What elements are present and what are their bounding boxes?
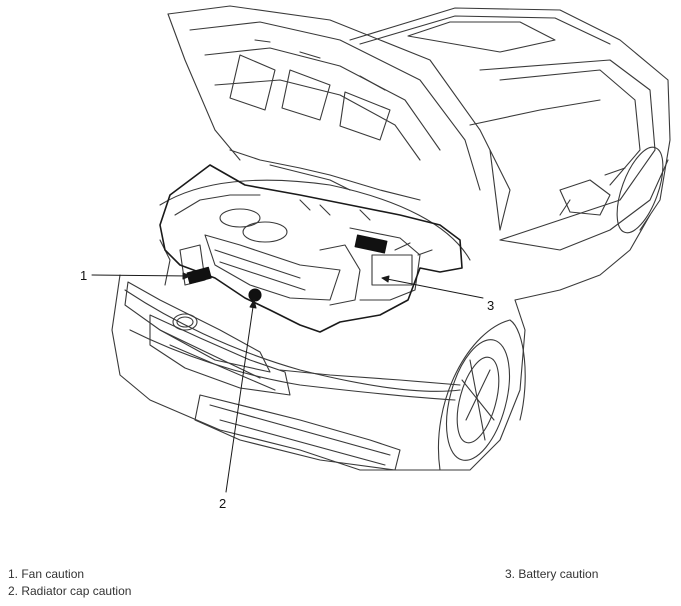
leader-line-1 — [91, 274, 191, 277]
legend-item-radiator-cap-caution: 2. Radiator cap caution — [8, 584, 132, 598]
legend-item-fan-caution: 1. Fan caution — [8, 567, 85, 581]
hood — [167, 5, 511, 231]
radiator-cap-label — [248, 288, 262, 302]
leader-lines — [91, 272, 484, 493]
callout-number-2: 2 — [219, 496, 227, 511]
engine-bay-highlight — [159, 164, 463, 333]
fan-caution-label — [186, 266, 212, 285]
callout-number-1: 1 — [80, 268, 88, 283]
leader-arrow-1 — [182, 272, 191, 280]
leader-line-2 — [225, 299, 255, 493]
leader-arrow-2 — [249, 299, 257, 309]
leader-arrow-3 — [381, 275, 390, 283]
car-body-outline — [349, 7, 671, 471]
car-engine-bay-illustration — [91, 5, 671, 493]
battery-caution-label — [354, 234, 388, 254]
leader-line-3 — [381, 277, 484, 299]
engine-compartment — [159, 149, 471, 306]
callout-number-3: 3 — [487, 298, 495, 313]
legend-item-battery-caution: 3. Battery caution — [505, 567, 599, 581]
front-fascia — [111, 274, 461, 471]
